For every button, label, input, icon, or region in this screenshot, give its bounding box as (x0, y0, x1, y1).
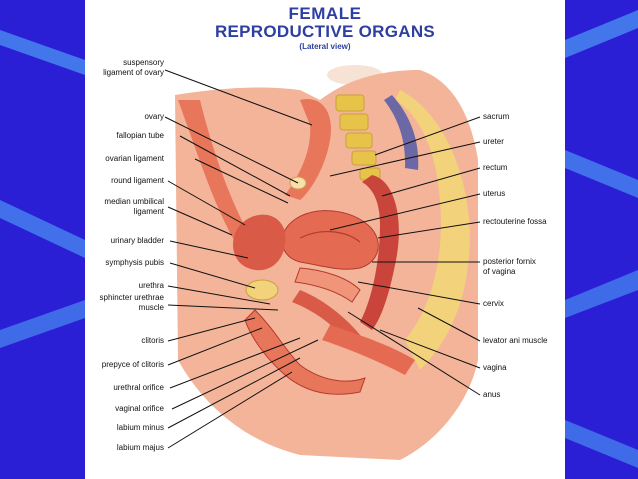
label-line: of vagina (483, 267, 516, 276)
label-round-ligament: round ligament (111, 176, 164, 185)
label-clitoris: clitoris (141, 336, 164, 345)
label-urethral-orifice: urethral orifice (113, 383, 164, 392)
label-fallopian-tube: fallopian tube (116, 131, 164, 140)
label-cervix: cervix (483, 299, 504, 308)
label-line: ligament (133, 207, 164, 216)
label-anus: anus (483, 390, 501, 399)
label-line: median umbilical (104, 197, 164, 206)
label-median-umbilical-ligament: median umbilical ligament (80, 197, 164, 217)
label-suspensory-ligament-of-ovary: suspensory ligament of ovary (80, 58, 164, 78)
subtitle: (Lateral view) (299, 42, 351, 51)
title-line-2: REPRODUCTIVE ORGANS (214, 22, 436, 41)
label-uterus: uterus (483, 189, 506, 198)
label-vaginal-orifice: vaginal orifice (115, 404, 164, 413)
label-line: ligament of ovary (103, 68, 164, 77)
title-line-1: FEMALE (288, 4, 362, 23)
label-line: posterior fornix (483, 257, 536, 266)
label-rectouterine-fossa: rectouterine fossa (483, 217, 547, 226)
label-ureter: ureter (483, 137, 504, 146)
label-urinary-bladder: urinary bladder (110, 236, 164, 245)
label-levator-ani-muscle: levator ani muscle (483, 336, 548, 345)
label-urethra: urethra (138, 281, 164, 290)
label-prepyce-of-clitoris: prepyce of clitoris (101, 360, 164, 369)
label-vagina: vagina (483, 363, 507, 372)
label-labium-minus: labium minus (116, 423, 164, 432)
label-line: muscle (138, 303, 164, 312)
label-labium-majus: labium majus (116, 443, 164, 452)
label-line: suspensory (123, 58, 164, 67)
label-line: sphincter urethrae (99, 293, 164, 302)
label-ovarian-ligament: ovarian ligament (105, 154, 164, 163)
label-symphysis-pubis: symphysis pubis (105, 258, 164, 267)
label-rectum: rectum (483, 163, 508, 172)
label-sacrum: sacrum (483, 112, 510, 121)
label-ovary: ovary (144, 112, 164, 121)
label-sphincter-urethrae-muscle: sphincter urethrae muscle (80, 293, 164, 313)
label-posterior-fornix-of-vagina: posterior fornix of vagina (483, 257, 536, 277)
